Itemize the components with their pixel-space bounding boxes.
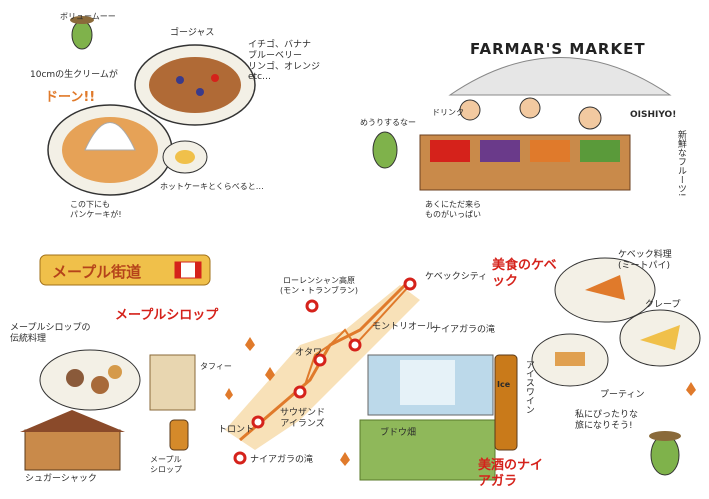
vendor-2 [519, 97, 541, 119]
maple-banner-bg [39, 254, 211, 286]
frog-character-top [71, 20, 93, 50]
cream-label: 10cmの生クリームが [30, 70, 118, 80]
too-much-note: あくにただ来ら ものがいっぱい [425, 200, 481, 219]
vineyard-panel [359, 419, 496, 481]
maple-leaves [225, 337, 696, 466]
map-dot-laurentian [305, 299, 319, 313]
city-quebec: ケベックシティ [425, 272, 488, 282]
map-dot-niagara [233, 451, 247, 465]
city-montreal: モントリオール [372, 322, 436, 332]
taffy-board [149, 354, 196, 411]
syrup-bottle-label: メープル シロップ [150, 455, 182, 474]
gourmet-quebec-title: 美食のケベック [492, 258, 557, 289]
city-ottawa: オタワ [295, 348, 323, 358]
maple-road-banner: メープル街道 [52, 263, 142, 281]
character-note: 私にぴったりな旅になりそう! [575, 410, 639, 431]
wine-title: 美酒のナイアガラ [478, 458, 544, 489]
under-note: この下にも パンケーキが! [70, 200, 122, 219]
vendor-1 [459, 99, 481, 121]
gorgeous-label: ゴージャス [170, 28, 215, 38]
map-dot-toronto [251, 415, 265, 429]
taffy-label: タフィー [200, 362, 232, 371]
do-label: ドーン!! [45, 90, 96, 105]
poutine-label: プーティン [600, 390, 645, 400]
icewine-label: アイスワイン [523, 360, 534, 414]
vendor-3 [578, 106, 602, 130]
city-laurentian: ローレンシャン高原 (モン・トランブラン) [280, 276, 359, 295]
icewine-bottle-label: Ice [497, 380, 511, 389]
map-dot-ottawa [313, 353, 327, 367]
city-toronto: トロント [218, 425, 255, 435]
market-umbrella [448, 57, 672, 96]
sugar-shack [24, 429, 121, 471]
city-niagara: ナイアガラの滝 [250, 455, 314, 465]
bubble-text: ボリュームーー [60, 12, 116, 21]
sugar-shack-label: シュガーシャック [25, 474, 97, 484]
crepe-label: クレープ [645, 300, 681, 310]
drink-label: ドリンク [432, 108, 464, 117]
syrup-bottle [169, 419, 189, 451]
pancake-note: ホットケーキとくらべると… [160, 182, 264, 191]
meal-note: めうりするなー [360, 118, 416, 127]
traditional-dish [39, 349, 141, 411]
map-dot-montreal [348, 338, 362, 352]
icewine-bottle [494, 354, 518, 451]
tradition-label: メープルシロップの 伝統料理 [10, 323, 91, 344]
grape-label: ブドウ畑 [380, 428, 417, 438]
map-dot-quebec [403, 277, 417, 291]
fresh-fruits-label: 新鮮なフルーツ! [675, 130, 686, 197]
frog-character-market [372, 131, 398, 169]
quebec-dish-label: ケベック料理 (ミートパイ) [618, 250, 672, 271]
oishiyo-label: OISHIYO! [630, 110, 677, 120]
map-dot-thousand [293, 385, 307, 399]
city-thousand-islands: サウザンド アイランズ [280, 408, 326, 429]
niagara-falls-label: ナイアガラの滝 [432, 325, 496, 335]
farmers-market-title: FARMAR'S MARKET [470, 40, 646, 58]
maple-syrup-title: メープルシロップ [115, 308, 219, 323]
fruits-note: イチゴ、バナナ ブルーベリー リンゴ、オレンジ etc… [248, 40, 321, 83]
